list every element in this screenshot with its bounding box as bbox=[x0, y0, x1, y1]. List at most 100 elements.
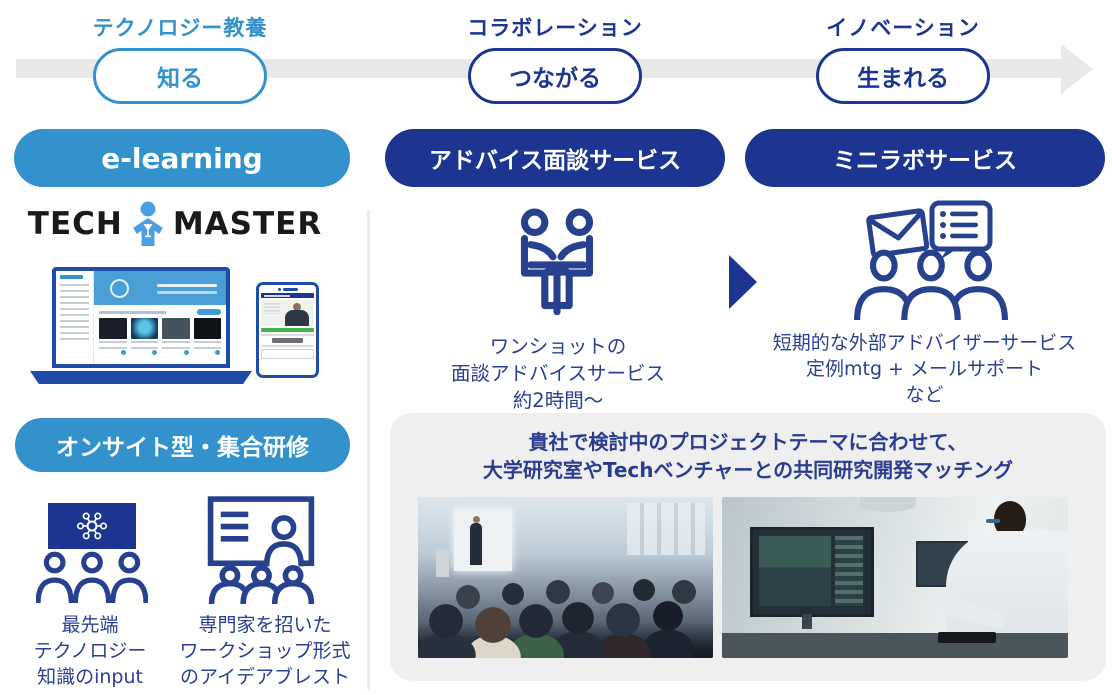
matching-line: 貴社で検討中のプロジェクトテーマに合わせて、 bbox=[528, 430, 968, 454]
laptop-ui-header bbox=[94, 271, 226, 305]
course-text-lines bbox=[193, 341, 221, 349]
phone-ui-video bbox=[261, 300, 314, 326]
course-card bbox=[130, 318, 158, 355]
course-thumbnail bbox=[99, 318, 127, 339]
caption-line: 約2時間〜 bbox=[512, 389, 604, 412]
lab-researcher-photo bbox=[722, 497, 1068, 658]
laptop-screen-mockup bbox=[52, 267, 230, 368]
minilab-caption: 短期的な外部アドバイザーサービス 定例mtg + メールサポート など bbox=[752, 330, 1097, 408]
column-divider bbox=[367, 210, 370, 690]
phone-ui-table-lines bbox=[264, 303, 280, 314]
phone-speaker bbox=[282, 287, 298, 291]
matching-line: 大学研究室やTechベンチャーとの共同研究開発マッチング bbox=[482, 458, 1014, 482]
course-thumbnail bbox=[130, 318, 158, 339]
course-text-lines bbox=[162, 341, 190, 349]
onsite-training-header-bar: オンサイト型・集合研修 bbox=[15, 418, 350, 472]
stage-category-label: イノベーション bbox=[826, 16, 980, 40]
stage-innovation: イノベーション 生まれる bbox=[773, 12, 1033, 104]
phone-ui-progress-bar bbox=[261, 328, 314, 332]
course-action-dot bbox=[152, 350, 157, 355]
onsite-item1-caption: 最先端 テクノロジー 知識のinput bbox=[6, 612, 174, 690]
caption-line: 専門家を招いた bbox=[198, 614, 332, 636]
matching-panel: 貴社で検討中のプロジェクトテーマに合わせて、 大学研究室やTechベンチャーとの… bbox=[390, 413, 1106, 681]
tech-master-mascot-icon bbox=[132, 201, 163, 246]
audience-trio-icon bbox=[36, 551, 148, 603]
photo-detail-audience bbox=[418, 497, 713, 658]
phone-ui-header bbox=[261, 293, 314, 298]
course-card bbox=[162, 318, 190, 355]
course-thumbnail bbox=[162, 318, 190, 339]
stage-pill: つながる bbox=[468, 48, 642, 104]
phone-ui-line bbox=[261, 345, 314, 347]
phone-camera-dot bbox=[277, 287, 281, 291]
advice-service-header-bar: アドバイス面談サービス bbox=[385, 129, 725, 187]
course-text-lines bbox=[130, 341, 158, 349]
caption-line: 最先端 bbox=[61, 614, 119, 636]
phone-ui-line bbox=[261, 334, 314, 336]
caption-line: 定例mtg + メールサポート bbox=[805, 358, 1044, 380]
caption-line: など bbox=[905, 384, 944, 406]
photo-detail-desk bbox=[722, 633, 1068, 658]
photo-detail-monitor-stand bbox=[802, 614, 812, 629]
photo-detail-keyboard bbox=[938, 632, 996, 643]
workshop-whiteboard-icon bbox=[207, 496, 315, 604]
next-step-arrow-icon bbox=[729, 255, 757, 309]
stage-category-label: テクノロジー教養 bbox=[92, 16, 268, 40]
laptop-ui-titlebar bbox=[99, 309, 221, 315]
course-card bbox=[193, 318, 221, 355]
stage-pill: 生まれる bbox=[816, 48, 990, 104]
mail-icon-wrap bbox=[865, 207, 931, 263]
laptop-base bbox=[30, 371, 252, 384]
logo-text-master: MASTER bbox=[172, 206, 323, 242]
presentation-screen-icon bbox=[48, 503, 136, 549]
laptop-ui-sidebar bbox=[56, 271, 94, 364]
advisor-trio-icon bbox=[854, 249, 1008, 320]
caption-line: ワークショップ形式 bbox=[179, 640, 351, 662]
network-molecule-icon bbox=[76, 512, 108, 540]
phone-ui-button bbox=[271, 338, 304, 343]
photo-detail-main-monitor bbox=[750, 527, 874, 617]
chat-list-bubble-icon bbox=[929, 200, 993, 260]
stage-collaboration: コラボレーション つながる bbox=[425, 12, 685, 104]
seminar-audience-photo bbox=[418, 497, 713, 658]
timeline-arrowhead-icon bbox=[1061, 44, 1093, 94]
laptop-ui-body bbox=[94, 305, 226, 364]
elearning-header-bar: e-learning bbox=[14, 129, 350, 187]
minilab-service-header-bar: ミニラボサービス bbox=[745, 129, 1105, 187]
course-action-dot bbox=[215, 350, 220, 355]
laptop-ui-logo bbox=[60, 275, 84, 279]
laptop-ui-menu-lines bbox=[60, 284, 89, 344]
stage-category-label: コラボレーション bbox=[467, 16, 643, 40]
laptop-ui-course-cards bbox=[99, 318, 221, 355]
laptop-ui-button bbox=[197, 309, 221, 315]
phone-ui-outline-box bbox=[261, 349, 314, 359]
laptop-ui-main bbox=[94, 271, 226, 364]
course-text-lines bbox=[99, 341, 127, 349]
course-action-dot bbox=[183, 350, 189, 355]
course-card bbox=[99, 318, 127, 355]
advice-caption: ワンショットの 面談アドバイスサービス 約2時間〜 bbox=[418, 333, 698, 414]
logo-text-tech: TECH bbox=[27, 206, 123, 242]
phone-ui-instructor-body bbox=[285, 310, 309, 326]
onsite-item2-caption: 専門家を招いた ワークショップ形式 のアイデアブレスト bbox=[174, 612, 356, 690]
caption-line: のアイデアブレスト bbox=[179, 666, 351, 688]
phone-mockup bbox=[256, 282, 319, 378]
interview-meeting-icon bbox=[520, 208, 594, 316]
photo-detail-lamp bbox=[860, 497, 916, 512]
matching-description: 貴社で検討中のプロジェクトテーマに合わせて、 大学研究室やTechベンチャーとの… bbox=[390, 428, 1106, 484]
caption-line: テクノロジー bbox=[33, 640, 147, 662]
phone-ui-instructor-head bbox=[293, 303, 301, 311]
caption-line: 知識のinput bbox=[37, 666, 143, 688]
stage-technology-literacy: テクノロジー教養 知る bbox=[50, 12, 310, 104]
stage-pill: 知る bbox=[93, 48, 267, 104]
mail-envelope-icon bbox=[866, 208, 930, 258]
caption-line: 短期的な外部アドバイザーサービス bbox=[772, 332, 1077, 354]
course-thumbnail bbox=[193, 318, 221, 339]
caption-line: ワンショットの bbox=[489, 335, 627, 358]
tech-master-logo: TECH MASTER bbox=[0, 201, 350, 247]
caption-line: 面談アドバイスサービス bbox=[451, 362, 665, 385]
photo-detail-glasses bbox=[986, 519, 1000, 523]
course-action-dot bbox=[120, 350, 126, 355]
phone-top-bar bbox=[261, 287, 314, 291]
